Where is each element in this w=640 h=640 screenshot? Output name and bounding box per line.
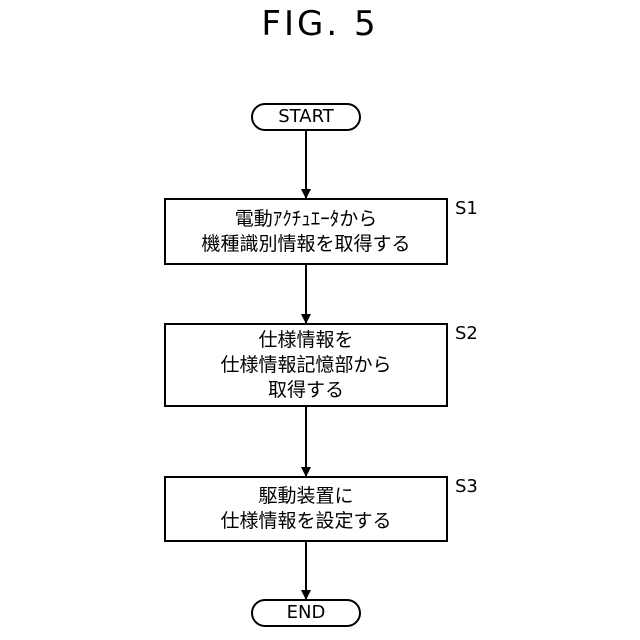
end-label: END — [252, 601, 360, 625]
step-s1-text: 電動ｱｸﾁｭｴｰﾀから 機種識別情報を取得する — [165, 199, 447, 264]
step-id-s3: S3 — [455, 476, 478, 497]
step-s2-line: 取得する — [268, 378, 344, 403]
step-id-s1: S1 — [455, 198, 478, 219]
step-s1-line: 機種識別情報を取得する — [201, 232, 410, 257]
step-id-s2: S2 — [455, 323, 478, 344]
step-s2-text: 仕様情報を 仕様情報記憶部から 取得する — [165, 324, 447, 406]
step-s2-line: 仕様情報記憶部から — [220, 353, 391, 378]
start-label: START — [252, 105, 360, 129]
step-s3-text: 駆動装置に 仕様情報を設定する — [165, 477, 447, 541]
step-s1-line: 電動ｱｸﾁｭｴｰﾀから — [235, 207, 378, 232]
step-s2-line: 仕様情報を — [258, 328, 353, 353]
step-s3-line: 仕様情報を設定する — [220, 509, 391, 534]
step-s3-line: 駆動装置に — [258, 484, 353, 509]
